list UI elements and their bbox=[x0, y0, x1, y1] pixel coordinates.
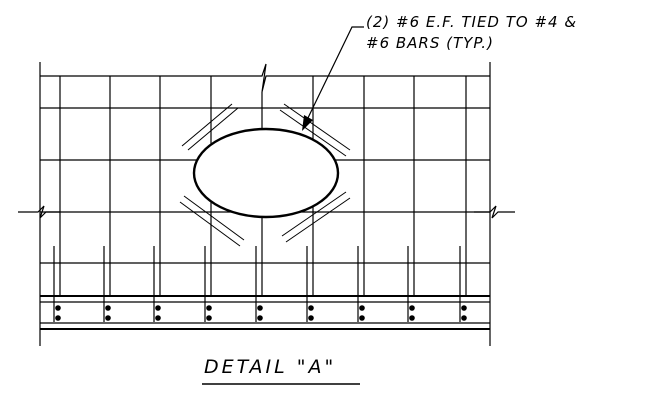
stirrup-hooks bbox=[53, 246, 461, 322]
callout-leader bbox=[305, 26, 364, 123]
detail-title: DETAIL "A" bbox=[204, 356, 337, 378]
diagonal-bars bbox=[179, 103, 351, 247]
callout-arrowhead bbox=[302, 115, 313, 131]
callout-note-line-2: #6 BARS (TYP.) bbox=[366, 34, 494, 52]
bottom-slab-lines bbox=[40, 295, 490, 330]
callout-note-line-1: (2) #6 E.F. TIED TO #4 & bbox=[366, 13, 578, 31]
top-edge bbox=[40, 63, 490, 93]
longitudinal-bars bbox=[55, 305, 467, 321]
wall-opening bbox=[192, 127, 340, 219]
